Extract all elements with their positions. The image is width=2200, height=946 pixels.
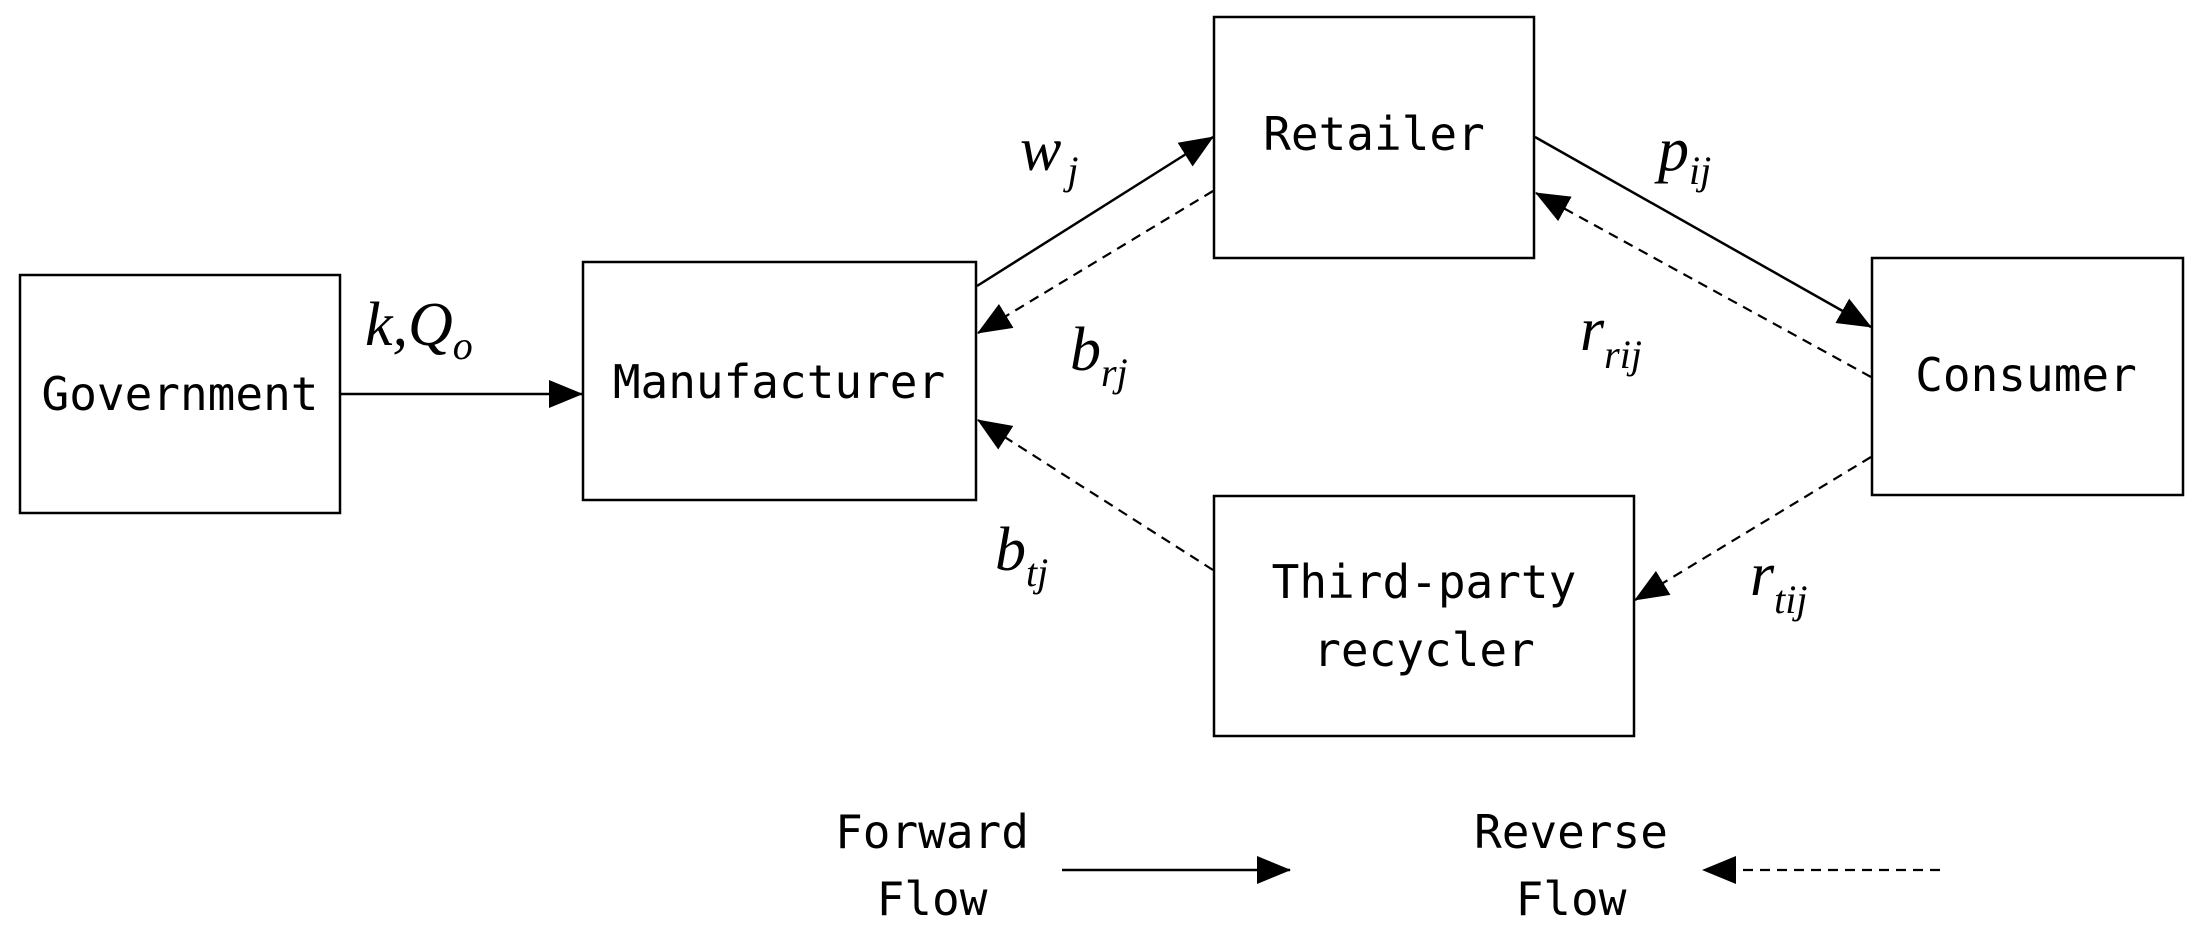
label-consumer-to-retailer-main: r bbox=[1580, 296, 1605, 364]
legend: Forward Flow Reverse Flow bbox=[835, 805, 1940, 926]
label-gov-to-mfr-sub: o bbox=[453, 323, 473, 368]
recycler-label-line1: Third-party bbox=[1272, 555, 1577, 609]
label-retailer-to-consumer-main: p bbox=[1654, 116, 1689, 184]
edge-consumer-to-recycler bbox=[1634, 456, 1872, 601]
edge-consumer-to-retailer bbox=[1535, 192, 1872, 378]
legend-forward-line1: Forward bbox=[835, 805, 1029, 859]
label-recycler-to-mfr: btj bbox=[995, 516, 1048, 595]
label-mfr-to-retailer-sub: j bbox=[1062, 148, 1078, 193]
government-node: Government bbox=[18, 273, 342, 515]
manufacturer-label: Manufacturer bbox=[613, 355, 945, 409]
edge-retailer-to-manufacturer bbox=[977, 190, 1214, 334]
label-consumer-to-recycler-main: r bbox=[1750, 541, 1775, 609]
label-retailer-to-mfr: brj bbox=[1070, 316, 1128, 395]
legend-reverse: Reverse Flow bbox=[1474, 805, 1940, 926]
label-retailer-to-consumer-sub: ij bbox=[1689, 148, 1711, 193]
label-consumer-to-retailer-sub: rij bbox=[1604, 332, 1642, 377]
consumer-label: Consumer bbox=[1915, 348, 2137, 402]
legend-forward: Forward Flow bbox=[835, 805, 1291, 926]
legend-forward-line2: Flow bbox=[877, 872, 988, 926]
government-label: Government bbox=[42, 367, 319, 421]
label-gov-to-mfr: k,Qo bbox=[365, 291, 473, 368]
retailer-node: Retailer bbox=[1212, 15, 1536, 260]
label-retailer-to-mfr-sub: rj bbox=[1101, 350, 1128, 395]
edge-retailer-to-consumer bbox=[1534, 135, 1872, 329]
label-consumer-to-retailer: rrij bbox=[1580, 296, 1642, 377]
retailer-label: Retailer bbox=[1263, 107, 1485, 161]
manufacturer-node: Manufacturer bbox=[581, 260, 978, 502]
label-retailer-to-consumer: pij bbox=[1654, 116, 1711, 193]
label-mfr-to-retailer-main: w bbox=[1020, 116, 1061, 184]
edge-manufacturer-to-retailer bbox=[976, 135, 1214, 288]
edge-recycler-to-manufacturer bbox=[977, 419, 1214, 571]
label-recycler-to-mfr-main: b bbox=[995, 516, 1026, 584]
label-consumer-to-recycler: rtij bbox=[1750, 541, 1807, 622]
consumer-node: Consumer bbox=[1870, 256, 2185, 497]
recycler-label-line2: recycler bbox=[1313, 623, 1535, 677]
label-consumer-to-recycler-sub: tij bbox=[1774, 577, 1807, 622]
legend-reverse-line1: Reverse bbox=[1474, 805, 1668, 859]
legend-reverse-line2: Flow bbox=[1516, 872, 1627, 926]
label-retailer-to-mfr-main: b bbox=[1070, 316, 1101, 384]
recycler-node: Third-party recycler bbox=[1212, 494, 1636, 738]
label-gov-to-mfr-main: k,Q bbox=[365, 291, 453, 359]
label-recycler-to-mfr-sub: tj bbox=[1026, 550, 1048, 595]
